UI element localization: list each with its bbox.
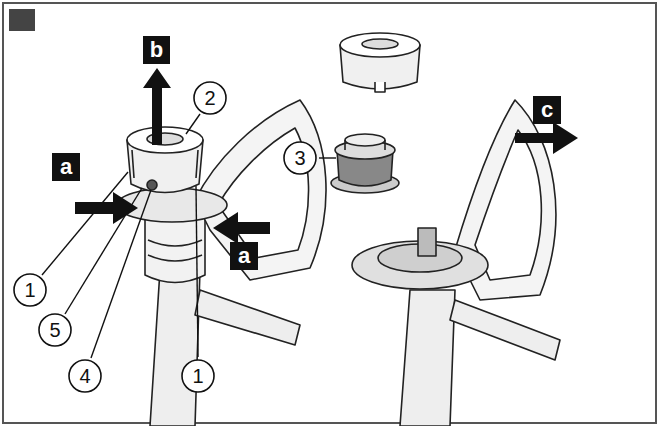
callout-ring — [194, 82, 226, 114]
callout-ring — [284, 142, 316, 174]
step-letter: a — [238, 245, 250, 267]
callout-text: 1 — [192, 366, 203, 386]
arrow-left — [213, 212, 270, 244]
callout-ring — [39, 314, 71, 346]
step-letter: c — [541, 99, 553, 121]
callout-number: 3 — [283, 141, 317, 175]
callout-ring — [182, 360, 214, 392]
step-letter-box: c — [533, 96, 561, 124]
arrow-up — [143, 68, 171, 145]
callout-text: 2 — [204, 88, 215, 108]
step-letter-box: a — [230, 242, 258, 270]
leader-line — [196, 186, 198, 357]
right-head — [331, 33, 560, 426]
callout-text: 5 — [49, 320, 60, 340]
leader-line — [186, 114, 200, 134]
callout-text: 1 — [24, 280, 35, 300]
step-letter: a — [60, 156, 72, 178]
callout-number: 1 — [13, 273, 47, 307]
leader-line — [91, 190, 151, 358]
leader-line — [319, 157, 336, 158]
callout-text: 4 — [79, 366, 90, 386]
leader-line — [65, 188, 142, 314]
left-head — [117, 100, 326, 426]
callout-ring — [69, 360, 101, 392]
callout-ring — [14, 274, 46, 306]
leader-line — [42, 172, 128, 275]
frame — [3, 3, 656, 423]
motion-arrows — [75, 68, 578, 244]
corner-mark — [9, 9, 35, 31]
callout-number: 5 — [38, 313, 72, 347]
arrow-out — [515, 122, 578, 154]
leader-lines — [42, 114, 336, 358]
step-letter: b — [150, 39, 163, 61]
step-letter-box: b — [143, 36, 170, 64]
callout-number: 2 — [193, 81, 227, 115]
callout-text: 3 — [294, 148, 305, 168]
callout-number: 4 — [68, 359, 102, 393]
step-letter-box: a — [52, 153, 80, 181]
callout-number: 1 — [181, 359, 215, 393]
